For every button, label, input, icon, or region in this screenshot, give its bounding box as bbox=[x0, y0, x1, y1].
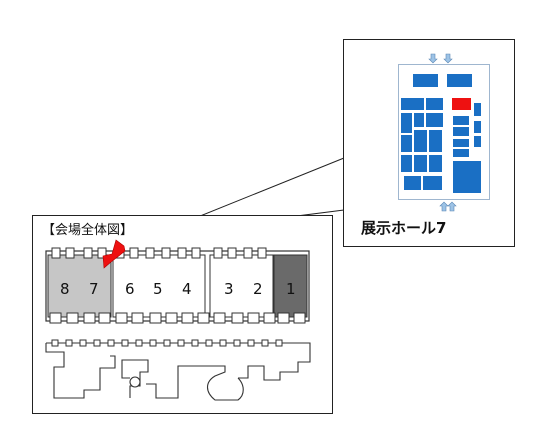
hall-number-3: 3 bbox=[224, 280, 234, 298]
hall-1-area[interactable] bbox=[273, 254, 308, 318]
overview-title: 【会場全体図】 bbox=[42, 222, 133, 238]
hall-number-4: 4 bbox=[182, 280, 192, 298]
booth-blocks bbox=[401, 74, 481, 193]
venue-overview-panel: 【会場全体図】 bbox=[32, 215, 333, 414]
hall-8-7-area[interactable] bbox=[47, 254, 112, 318]
hall-top-notches bbox=[51, 247, 267, 259]
lower-facility-notches bbox=[51, 339, 283, 347]
hall-number-7: 7 bbox=[89, 280, 99, 298]
entrance-arrow-top bbox=[428, 53, 453, 64]
highlighted-booth[interactable] bbox=[452, 98, 471, 110]
hall-3-2-area[interactable] bbox=[209, 254, 274, 318]
hall-number-6: 6 bbox=[125, 280, 135, 298]
exhibition-hall-block: 8 7 6 5 4 3 2 1 bbox=[45, 247, 310, 324]
hall-7-title: 展示ホール7 bbox=[361, 219, 446, 237]
hall-number-8: 8 bbox=[60, 280, 70, 298]
entrance-arrow-bottom bbox=[439, 201, 457, 212]
hall-number-1: 1 bbox=[286, 280, 296, 298]
location-pointer-arrow bbox=[102, 239, 126, 269]
hall-number-2: 2 bbox=[253, 280, 263, 298]
lower-facility-outline bbox=[45, 342, 311, 401]
hall-6-5-4-area[interactable] bbox=[112, 254, 206, 318]
hall-number-5: 5 bbox=[153, 280, 163, 298]
hall-bottom-notches bbox=[49, 312, 306, 324]
hall-7-detail-panel: 展示ホール7 bbox=[343, 39, 515, 247]
